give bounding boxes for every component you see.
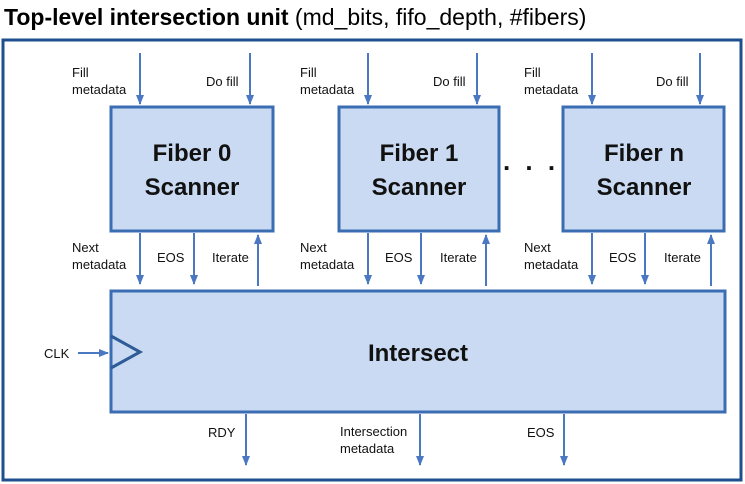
scanner-block <box>109 105 275 233</box>
metadata-label: metadata <box>524 257 579 272</box>
metadata-label: metadata <box>524 82 579 97</box>
rdy-label: RDY <box>208 425 236 440</box>
metadata-label: metadata <box>300 257 355 272</box>
clock-triangle-icon <box>110 334 144 370</box>
do-fill-label: Do fill <box>433 74 466 89</box>
fill-label: Fill <box>300 65 317 80</box>
eos-output-label: EOS <box>527 425 555 440</box>
scanner-title-line2: Scanner <box>145 174 240 201</box>
title-bold: Top-level intersection unit <box>4 4 289 30</box>
diagram-title: Top-level intersection unit (md_bits, fi… <box>4 2 586 32</box>
scanner-block <box>561 105 726 233</box>
eos-label: EOS <box>385 250 413 265</box>
iterate-label: Iterate <box>212 250 249 265</box>
clk-label: CLK <box>44 346 70 361</box>
next-label: Next <box>300 240 327 255</box>
intersection-label: Intersection <box>340 424 407 439</box>
fiber-scanner-0: Fill metadata Do fill Fiber 0 Scanner Ne… <box>72 53 275 286</box>
metadata-label: metadata <box>340 441 395 456</box>
scanner-title-line2: Scanner <box>597 174 692 201</box>
outer-frame <box>1 38 743 482</box>
metadata-label: metadata <box>72 82 127 97</box>
metadata-label: metadata <box>72 257 127 272</box>
iterate-label: Iterate <box>664 250 701 265</box>
unit-outputs: RDY Intersection metadata EOS <box>208 414 568 466</box>
scanner-title-line1: Fiber n <box>604 140 684 167</box>
scanner-title-line1: Fiber 0 <box>153 140 232 167</box>
scanner-title-line1: Fiber 1 <box>380 140 459 167</box>
fiber-scanner-1: Fill metadata Do fill Fiber 1 Scanner Ne… <box>300 53 501 286</box>
fill-label: Fill <box>524 65 541 80</box>
iterate-label: Iterate <box>440 250 477 265</box>
next-label: Next <box>524 240 551 255</box>
next-label: Next <box>72 240 99 255</box>
eos-label: EOS <box>609 250 637 265</box>
intersect-label: Intersect <box>368 340 468 367</box>
scanner-block <box>337 105 501 233</box>
fill-label: Fill <box>72 65 89 80</box>
title-params: (md_bits, fifo_depth, #fibers) <box>288 4 587 30</box>
intersect-unit: Intersect CLK <box>44 289 727 414</box>
fiber-scanner-n: Fill metadata Do fill Fiber n Scanner Ne… <box>524 53 726 286</box>
eos-label: EOS <box>157 250 185 265</box>
intersect-block <box>109 289 727 414</box>
do-fill-label: Do fill <box>206 74 239 89</box>
metadata-label: metadata <box>300 82 355 97</box>
scanner-ellipsis: . . . <box>503 146 559 176</box>
do-fill-label: Do fill <box>656 74 689 89</box>
scanner-title-line2: Scanner <box>372 174 467 201</box>
